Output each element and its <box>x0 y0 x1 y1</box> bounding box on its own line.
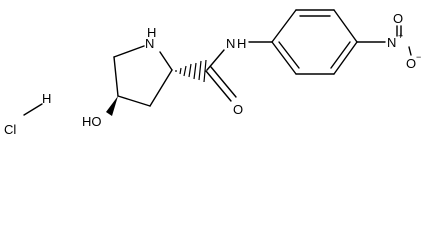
hashed-bond-c2-carbonyl <box>175 59 207 83</box>
bond-n-o-right <box>408 46 412 56</box>
bond-ar-inner-2 <box>330 41 351 69</box>
bond-ar-1 <box>271 9 297 43</box>
bond-ar-4 <box>333 41 358 75</box>
benzene-ring-bonds <box>271 9 358 75</box>
hcl-bond <box>23 103 43 116</box>
bond-c2-n1 <box>159 51 173 71</box>
wedge-bond-c4-oh <box>106 96 118 116</box>
amide-oxygen-label: O <box>233 102 243 117</box>
amide-nitrogen-label: N <box>226 36 235 51</box>
amide-bonds <box>205 49 237 102</box>
bond-c3-c2 <box>149 69 173 107</box>
pyrrolidine-ring-bonds <box>113 45 173 107</box>
chloride-label: Cl <box>4 122 16 137</box>
hash-7 <box>203 59 207 83</box>
bond-c-nh <box>206 49 225 71</box>
hash-5 <box>193 62 197 80</box>
hash-2 <box>179 67 182 75</box>
bond-c5-c4 <box>113 56 119 97</box>
nitro-oxygen-charge: − <box>416 52 421 62</box>
bond-n1-c5 <box>113 45 145 58</box>
ring-nitrogen-h-label: H <box>147 25 156 40</box>
bond-c4-c3 <box>117 95 151 107</box>
bond-ar-3 <box>333 9 358 43</box>
hash-6 <box>198 60 202 81</box>
bond-co-1 <box>205 70 232 102</box>
nitro-oxygen-right-label: O <box>406 56 416 71</box>
nitro-nitrogen-charge: + <box>398 31 403 41</box>
hash-3 <box>183 65 187 77</box>
hash-4 <box>188 63 192 78</box>
nitro-oxygen-top-label: O <box>393 11 403 26</box>
bond-co-2 <box>210 66 237 98</box>
nitro-nitrogen-label: N <box>387 35 396 50</box>
ring-nitrogen-label: N <box>145 36 154 51</box>
bond-ar-inner-3 <box>278 41 300 69</box>
nitro-bonds <box>356 25 412 56</box>
bond-h-cl <box>23 103 43 116</box>
bond-ar-6 <box>271 41 297 75</box>
hydroxyl-label: HO <box>82 114 102 129</box>
hcl-hydrogen-label: H <box>42 91 51 106</box>
molecule-structure: N H N H O HO N + O O − Cl H <box>4 9 421 137</box>
amide-hydrogen-label: H <box>237 36 246 51</box>
